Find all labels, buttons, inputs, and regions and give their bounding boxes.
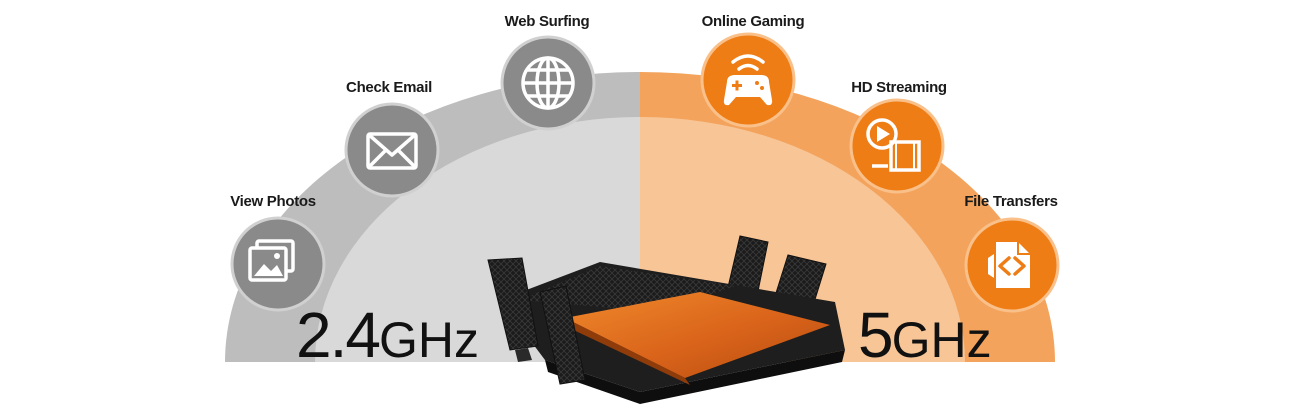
envelope-icon xyxy=(366,132,418,170)
gamepad-icon xyxy=(723,54,773,106)
online-gaming-circle xyxy=(700,32,796,128)
band-unit-5: GHz xyxy=(891,312,992,368)
icon-label-web-surfing: Web Surfing xyxy=(504,13,590,30)
icon-label-online-gaming: Online Gaming xyxy=(701,13,805,30)
band-label-2-4ghz: 2.4GHz xyxy=(296,303,479,367)
icon-label-view-photos: View Photos xyxy=(230,193,316,210)
band-number-5: 5 xyxy=(858,299,894,371)
router-image xyxy=(487,235,845,404)
hd-streaming-circle xyxy=(849,98,945,194)
view-photos-circle xyxy=(230,216,326,312)
band-number-2-4: 2.4 xyxy=(296,299,381,371)
file-transfers-circle xyxy=(964,217,1060,313)
band-unit-2-4: GHz xyxy=(378,312,479,368)
check-email-circle xyxy=(344,102,440,198)
video-icon xyxy=(866,118,921,172)
band-label-5ghz: 5GHz xyxy=(858,303,992,367)
web-surfing-circle xyxy=(500,35,596,131)
globe-icon xyxy=(521,56,575,110)
icon-label-hd-streaming: HD Streaming xyxy=(851,79,947,96)
photos-icon xyxy=(248,239,295,282)
icon-label-check-email: Check Email xyxy=(346,79,432,96)
icon-label-file-transfers: File Transfers xyxy=(964,193,1058,210)
file-transfer-icon xyxy=(988,242,1030,288)
